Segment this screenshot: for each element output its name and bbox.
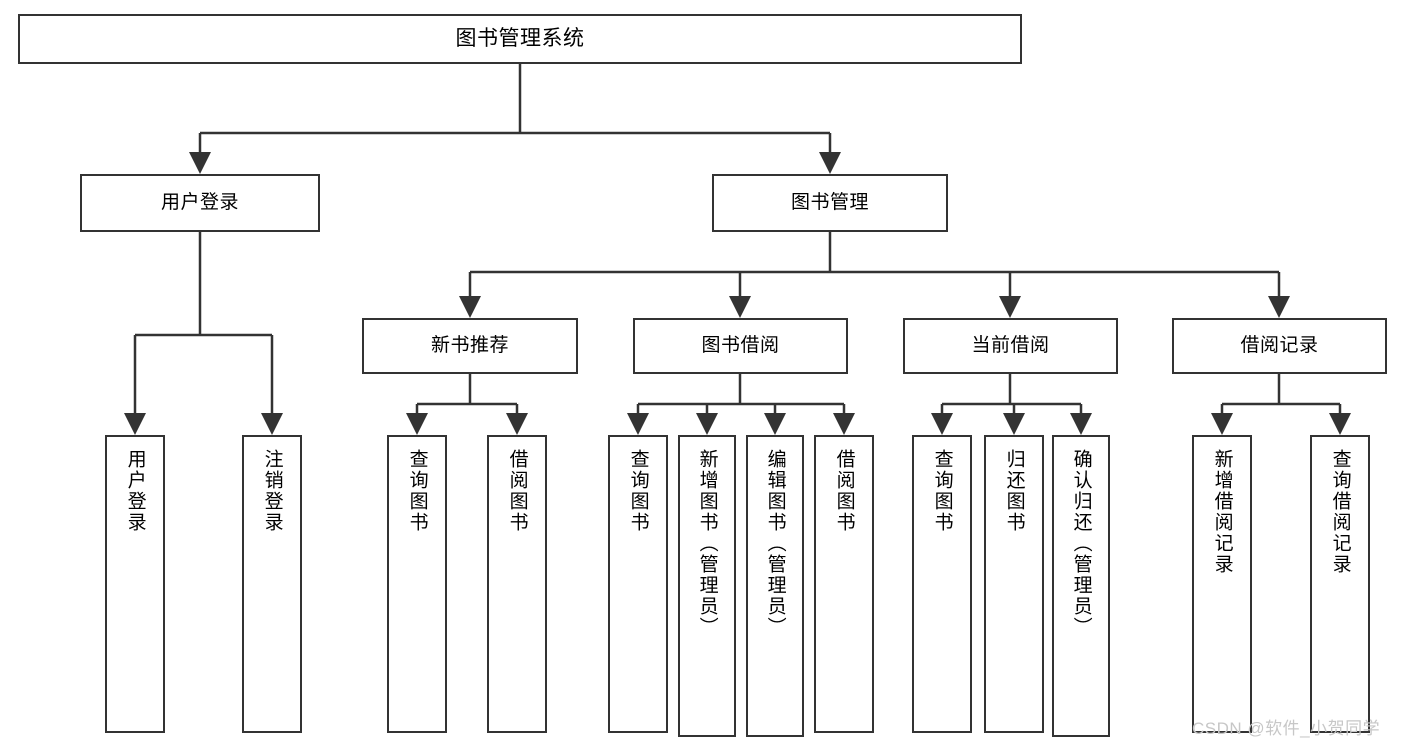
node-label: 新书推荐 [430, 335, 509, 357]
node-book-manage: 图书管理 [712, 174, 948, 232]
arrowhead-current-to-leaves-1 [1003, 413, 1025, 435]
node-leaf-add-record: 新增借阅记录 [1192, 435, 1252, 733]
node-label: 确认归还（管理员） [1070, 449, 1092, 638]
arrowhead-root-to-level1-1 [819, 152, 841, 174]
node-borrow-record: 借阅记录 [1172, 318, 1387, 374]
arrowhead-root-to-level1-0 [189, 152, 211, 174]
node-label: 查询借阅记录 [1329, 449, 1351, 575]
node-leaf-add-book: 新增图书（管理员） [678, 435, 736, 737]
arrowhead-borrow-to-leaves-1 [696, 413, 718, 435]
node-label: 用户登录 [160, 192, 239, 214]
node-label: 借阅图书 [833, 449, 855, 533]
node-label: 查询图书 [406, 449, 428, 533]
node-leaf-user-login: 用户登录 [105, 435, 165, 733]
node-leaf-query-record: 查询借阅记录 [1310, 435, 1370, 733]
csdn-watermark: CSDN @软件_小贺同学 [1192, 719, 1381, 738]
node-label: 归还图书 [1003, 449, 1025, 533]
arrowhead-book-manage-to-level2-2 [999, 296, 1021, 318]
arrowhead-current-to-leaves-2 [1070, 413, 1092, 435]
arrowhead-recommend-to-leaves-0 [406, 413, 428, 435]
node-label: 注销登录 [261, 449, 283, 533]
node-leaf-query-book-2: 查询图书 [608, 435, 668, 733]
node-leaf-return-book: 归还图书 [984, 435, 1044, 733]
arrowhead-current-to-leaves-0 [931, 413, 953, 435]
arrowhead-record-to-leaves-0 [1211, 413, 1233, 435]
node-label: 图书借阅 [701, 335, 780, 357]
node-leaf-borrow-book-1: 借阅图书 [487, 435, 547, 733]
node-label: 编辑图书（管理员） [764, 449, 786, 638]
node-leaf-query-book-3: 查询图书 [912, 435, 972, 733]
node-leaf-edit-book: 编辑图书（管理员） [746, 435, 804, 737]
arrowhead-book-manage-to-level2-1 [729, 296, 751, 318]
node-book-borrow: 图书借阅 [633, 318, 848, 374]
node-label: 借阅图书 [506, 449, 528, 533]
node-label: 当前借阅 [971, 335, 1050, 357]
node-leaf-confirm-return: 确认归还（管理员） [1052, 435, 1110, 737]
node-label: 查询图书 [931, 449, 953, 533]
node-label: 借阅记录 [1240, 335, 1319, 357]
node-label: 图书管理 [790, 192, 869, 214]
arrowhead-record-to-leaves-1 [1329, 413, 1351, 435]
node-leaf-borrow-book-2: 借阅图书 [814, 435, 874, 733]
arrowhead-borrow-to-leaves-2 [764, 413, 786, 435]
node-label: 新增借阅记录 [1211, 449, 1233, 575]
node-label: 查询图书 [627, 449, 649, 533]
node-leaf-user-logout: 注销登录 [242, 435, 302, 733]
arrowhead-recommend-to-leaves-1 [506, 413, 528, 435]
arrowhead-book-manage-to-level2-0 [459, 296, 481, 318]
node-root: 图书管理系统 [18, 14, 1022, 64]
node-new-book-recommend: 新书推荐 [362, 318, 578, 374]
arrowhead-borrow-to-leaves-3 [833, 413, 855, 435]
arrowhead-borrow-to-leaves-0 [627, 413, 649, 435]
node-label: 新增图书（管理员） [696, 449, 718, 638]
arrowhead-user-login-to-leaves-1 [261, 413, 283, 435]
node-current-borrow: 当前借阅 [903, 318, 1118, 374]
node-label: 图书管理系统 [455, 27, 585, 51]
node-leaf-query-book-1: 查询图书 [387, 435, 447, 733]
arrowhead-book-manage-to-level2-3 [1268, 296, 1290, 318]
node-label: 用户登录 [124, 449, 146, 533]
arrowhead-user-login-to-leaves-0 [124, 413, 146, 435]
node-user-login: 用户登录 [80, 174, 320, 232]
